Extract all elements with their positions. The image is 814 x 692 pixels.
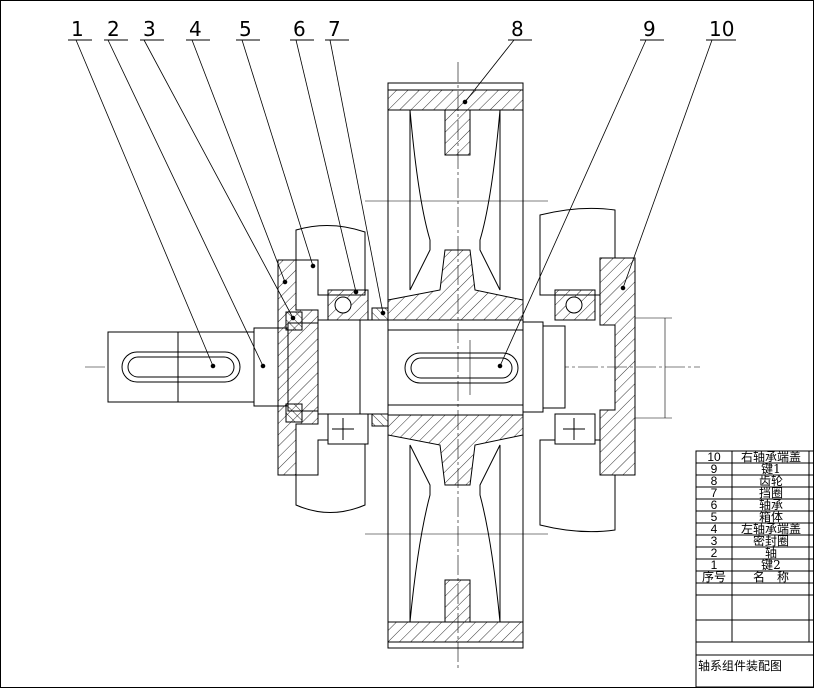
callout-2: 2	[107, 17, 120, 41]
parts-table-text: 10 右轴承端盖 9 键1 8 齿轮 7 挡圈 6 轴承 5 箱体 4 左轴承端…	[698, 449, 801, 673]
table-row-no: 8	[711, 474, 718, 488]
callout-5: 5	[239, 17, 252, 41]
callout-8: 8	[511, 17, 524, 41]
drawing-title: 轴系组件装配图	[698, 658, 782, 673]
table-row-name: 轴	[765, 545, 777, 560]
table-row-name: 键2	[761, 558, 781, 572]
table-row-no: 5	[711, 510, 718, 524]
table-row-no: 7	[711, 486, 718, 500]
gear-key	[404, 340, 519, 395]
right-bearing	[554, 289, 596, 445]
callouts	[68, 39, 736, 369]
left-bearing	[327, 289, 369, 445]
callout-6: 6	[293, 17, 306, 41]
callout-4: 4	[189, 17, 202, 41]
callout-10: 10	[709, 17, 734, 41]
table-row-name: 键1	[761, 462, 781, 476]
table-row-no: 2	[711, 546, 718, 560]
table-row-name: 箱体	[759, 509, 783, 524]
shaft	[107, 319, 566, 415]
table-row-name: 密封圈	[753, 533, 789, 548]
table-row-no: 1	[711, 558, 718, 572]
table-row-name: 右轴承端盖	[741, 449, 801, 464]
table-row-no: 10	[707, 450, 721, 464]
callout-1: 1	[71, 17, 84, 41]
callout-9: 9	[643, 17, 656, 41]
table-row-no: 9	[711, 462, 718, 476]
table-row-name: 轴承	[759, 497, 783, 512]
table-row-name: 齿轮	[759, 474, 783, 488]
housing	[295, 207, 616, 533]
parts-table	[695, 450, 814, 688]
gear	[365, 62, 548, 670]
right-bearing-cover	[599, 257, 672, 476]
left-bearing-cover	[277, 259, 319, 476]
table-row-no: 6	[711, 498, 718, 512]
table-header-name: 名 称	[753, 569, 789, 584]
callout-7: 7	[328, 17, 341, 41]
table-row-no: 4	[711, 522, 718, 536]
table-row-name: 左轴承端盖	[741, 521, 801, 536]
table-row-name: 挡圈	[759, 486, 783, 500]
table-row-no: 3	[711, 534, 718, 548]
seal-ring	[285, 311, 303, 423]
table-header-no: 序号	[702, 569, 726, 584]
callout-3: 3	[143, 17, 156, 41]
retaining-ring	[371, 307, 389, 427]
